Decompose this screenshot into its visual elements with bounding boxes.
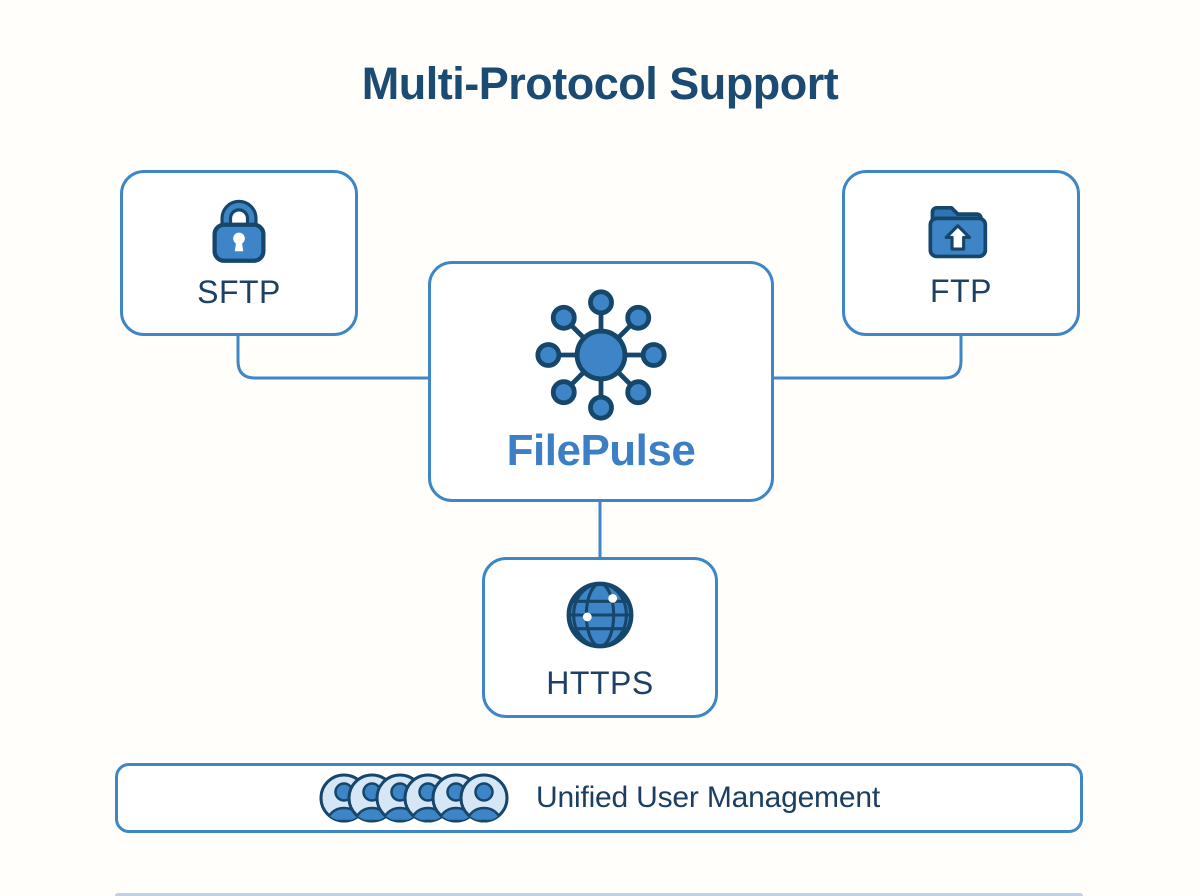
cutoff-element-edge <box>115 893 1083 896</box>
folder-upload-icon <box>924 196 998 264</box>
page-title: Multi-Protocol Support <box>361 58 839 109</box>
node-sftp-label: SFTP <box>197 274 281 310</box>
node-https-label: HTTPS <box>546 664 654 701</box>
node-ftp: FTP <box>842 170 1080 336</box>
footer-label: Unified User Management <box>536 781 880 814</box>
user-avatars-icon <box>318 772 510 824</box>
network-hub-icon <box>534 288 668 422</box>
node-filepulse: FilePulse <box>428 261 774 502</box>
node-filepulse-label: FilePulse <box>506 425 696 475</box>
node-https: HTTPS <box>482 557 718 718</box>
user-avatar-icon <box>459 773 509 823</box>
node-ftp-label: FTP <box>930 273 992 309</box>
footer-bar: Unified User Management <box>115 763 1083 833</box>
lock-icon <box>205 195 273 265</box>
globe-icon <box>559 574 641 656</box>
node-sftp: SFTP <box>120 170 358 336</box>
